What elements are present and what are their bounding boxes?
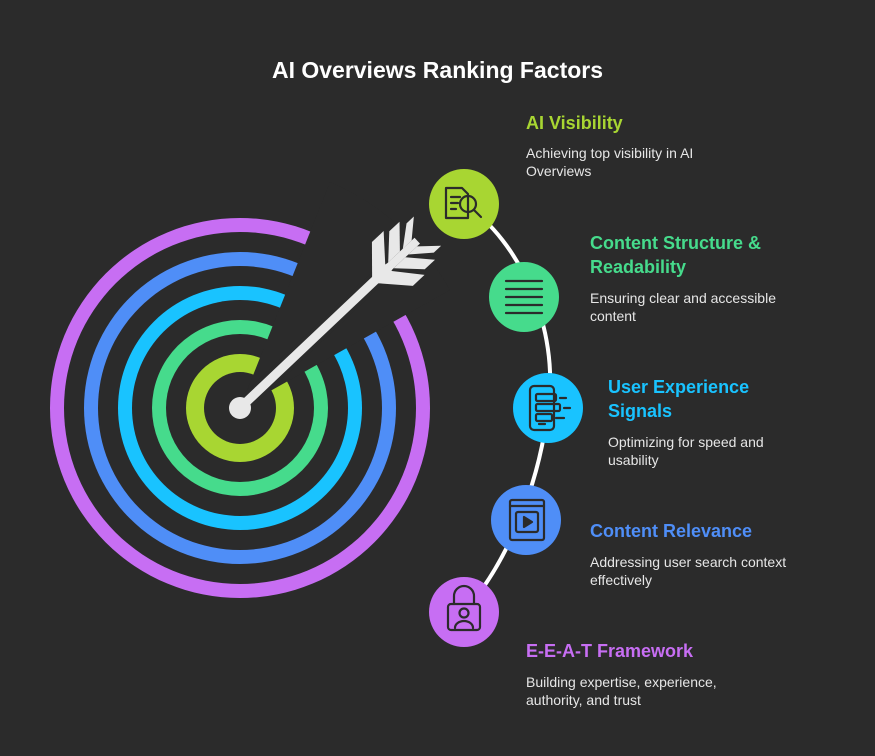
mobile-layout-icon xyxy=(528,384,572,432)
page-title: AI Overviews Ranking Factors xyxy=(271,57,604,83)
factor-description: Achieving top visibility in AI Overviews xyxy=(526,145,694,179)
factor-description: Addressing user search context effective… xyxy=(590,554,787,588)
factor-description: Optimizing for speed and usability xyxy=(608,434,764,468)
factor-icon-user-experience xyxy=(513,373,583,443)
factor-icon-ai-visibility xyxy=(429,169,499,239)
arrow-fletching xyxy=(370,216,442,286)
factor-icon-eeat xyxy=(429,577,499,647)
text-lines-icon xyxy=(504,279,544,315)
factor-icon-content-structure xyxy=(489,262,559,332)
video-book-icon xyxy=(508,498,546,542)
factor-ai-visibility: AI Visibility Achieving top visibility i… xyxy=(526,111,796,180)
document-magnifier-icon xyxy=(444,186,483,220)
arrow-tip xyxy=(229,397,251,419)
factor-heading: E-E-A-T Framework xyxy=(526,641,694,661)
factor-heading: Content Relevance xyxy=(590,521,753,541)
factor-content-structure: Content Structure & Readability Ensuring… xyxy=(590,231,860,325)
factor-description: Building expertise, experience, authorit… xyxy=(526,674,717,708)
factor-heading: Content Structure & Readability xyxy=(590,233,761,277)
factor-heading: AI Visibility xyxy=(526,113,623,133)
factor-eeat: E-E-A-T Framework Building expertise, ex… xyxy=(526,639,796,709)
factor-heading: User Experience Signals xyxy=(608,377,750,421)
factor-icon-content-relevance xyxy=(491,485,561,555)
lock-user-icon xyxy=(446,584,482,632)
arrow-shaft xyxy=(235,263,393,413)
factor-content-relevance: Content Relevance Addressing user search… xyxy=(590,519,860,589)
factor-user-experience: User Experience Signals Optimizing for s… xyxy=(608,375,875,469)
arrow xyxy=(229,216,442,419)
factor-description: Ensuring clear and accessible content xyxy=(590,290,776,324)
